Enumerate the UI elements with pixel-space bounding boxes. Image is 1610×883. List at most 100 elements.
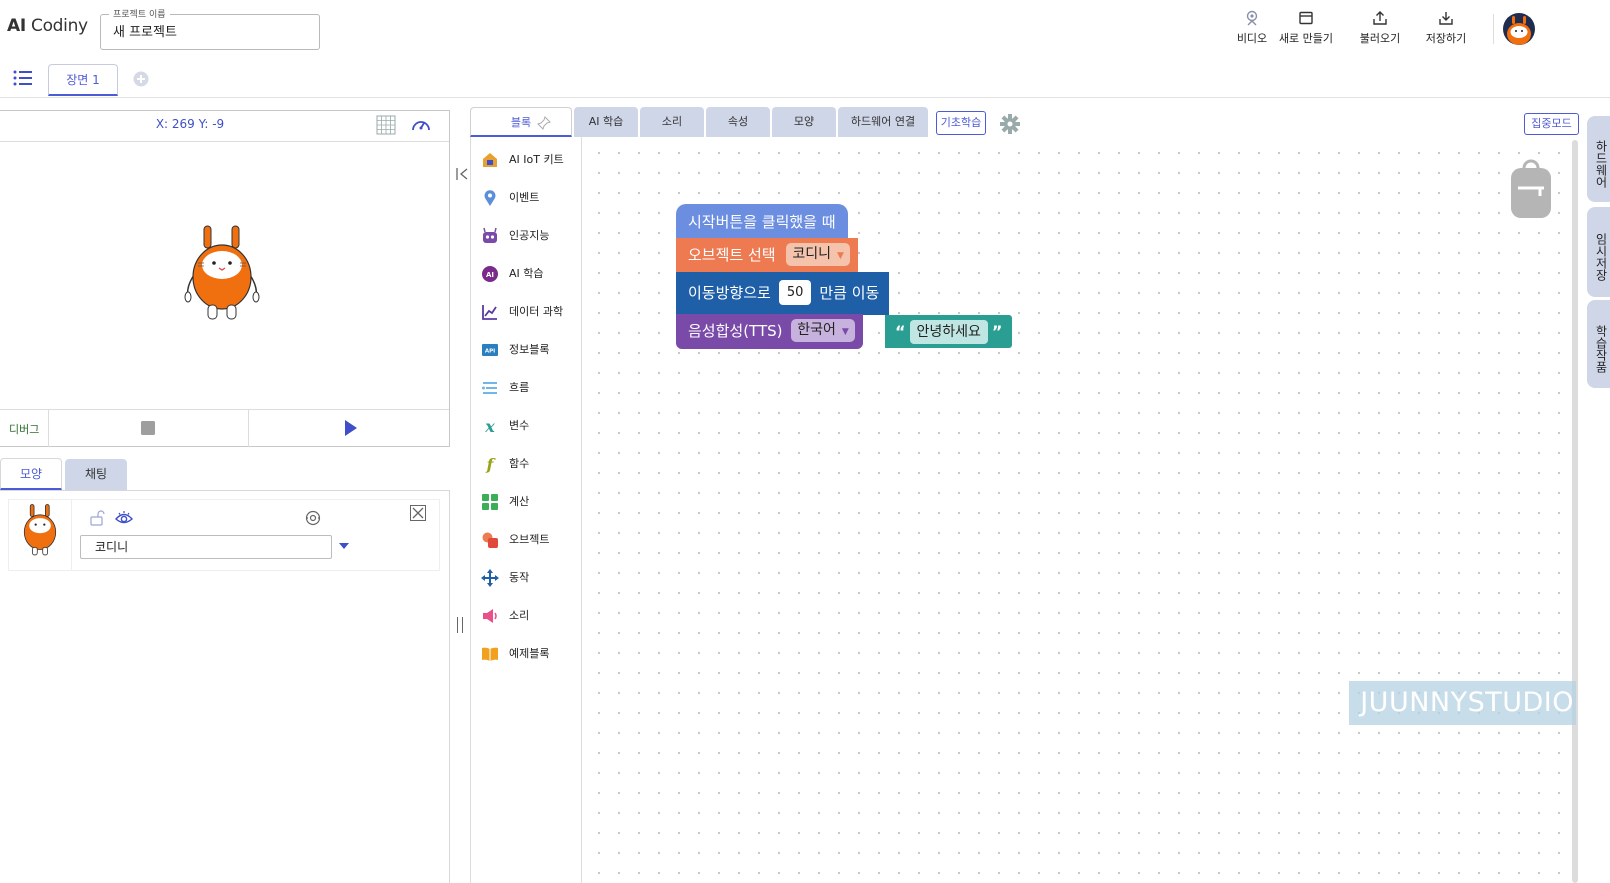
watermark: JUUNNYSTUDIO [1349,681,1576,725]
category-event[interactable]: 이벤트 [481,186,581,210]
side-tab-temp-save[interactable]: 임시저장 [1587,207,1610,297]
robot-icon [483,227,497,243]
basic-learning-button[interactable]: 기초학습 [936,111,986,135]
move-amount-input[interactable]: 50 [778,280,812,305]
header-divider [1493,14,1494,44]
category-ai-learning[interactable]: AI AI 학습 [481,262,581,286]
tab-shape-palette[interactable]: 모양 [772,107,836,137]
new-file-icon [1299,11,1313,25]
mascot-sprite[interactable] [184,225,260,321]
gear-icon[interactable] [999,113,1021,135]
stage-panel: X: 269 Y: -9 디버그 [0,110,450,447]
save-button[interactable]: 저장하기 [1422,10,1470,46]
app-logo: AI Codiny [7,16,88,36]
unlock-icon[interactable] [89,510,105,526]
tab-sound[interactable]: 소리 [640,107,704,137]
tab-ai-learning[interactable]: AI 학습 [574,107,638,137]
category-flow[interactable]: 흐름 [481,376,581,400]
category-calculation[interactable]: 계산 [481,490,581,514]
pin-icon[interactable] [537,116,551,130]
upload-icon [1373,11,1387,25]
speed-gauge-icon[interactable] [410,115,432,135]
dropdown-arrow-icon: ▼ [841,327,849,337]
list-menu-icon[interactable] [13,70,33,86]
grid-icon [482,494,498,510]
category-function[interactable]: f 함수 [481,452,581,476]
backpack-icon[interactable] [1510,158,1552,220]
sprite-thumbnail [23,504,57,556]
debug-button[interactable]: 디버그 [9,423,40,436]
svg-text:f: f [486,455,497,473]
api-icon: API [482,344,498,356]
when-start-clicked-block[interactable]: 시작버튼을 클릭했을 때 [676,204,848,238]
stop-icon[interactable] [141,421,155,435]
svg-text:API: API [485,349,495,355]
side-tab-works[interactable]: 학습작품 [1587,300,1610,388]
object-dropdown[interactable]: 코디니▼ [786,243,850,266]
video-button[interactable]: 비디오 [1234,10,1270,46]
block-category-palette: AI IoT 키트 이벤트 인공지능 AI AI 학습 데이터 과학 API 정… [470,137,582,883]
tab-blocks[interactable]: 블록 [470,107,572,137]
load-button[interactable]: 불러오기 [1356,10,1404,46]
resize-handle[interactable] [457,617,463,633]
category-sound[interactable]: 소리 [481,604,581,628]
tab-property[interactable]: 속성 [706,107,770,137]
tts-block[interactable]: 음성합성(TTS) 한국어▼ [676,314,863,349]
svg-text:x: x [484,417,495,435]
category-variable[interactable]: x 변수 [481,414,581,438]
dropdown-arrow-icon: ▼ [837,251,844,261]
text-string-block[interactable]: “안녕하세요” [885,315,1013,348]
project-name-field[interactable]: 프로젝트 이름 [100,7,320,50]
sprite-card[interactable]: 코디니 [8,499,440,571]
category-ai[interactable]: 인공지능 [481,224,581,248]
grid-toggle-icon[interactable] [376,115,396,135]
select-object-block[interactable]: 오브젝트 선택 코디니▼ [676,238,858,273]
book-icon [482,647,498,661]
category-object[interactable]: 오브젝트 [481,528,581,552]
close-icon[interactable] [410,505,426,521]
add-scene-icon[interactable] [133,71,149,87]
object-icon [482,532,498,548]
stage-canvas[interactable] [0,141,449,409]
coordinate-readout: X: 269 Y: -9 [155,117,225,131]
mascot-avatar-icon [1507,16,1531,45]
category-ai-iot-kit[interactable]: AI IoT 키트 [481,148,581,172]
visibility-eye-icon[interactable] [115,510,133,526]
rotation-icon[interactable] [305,510,321,526]
text-string-input[interactable]: 안녕하세요 [909,320,988,344]
flow-icon [482,382,497,394]
new-project-button[interactable]: 새로 만들기 [1276,10,1336,46]
tab-chat[interactable]: 채팅 [65,459,127,490]
workspace-scrollbar[interactable] [1572,140,1578,883]
stage-controls: 디버그 [0,409,449,447]
variable-icon: x [484,417,495,435]
scene-tab[interactable]: 장면 1 [48,64,118,96]
category-data-science[interactable]: 데이터 과학 [481,300,581,324]
language-dropdown[interactable]: 한국어▼ [791,319,855,342]
category-example-blocks[interactable]: 예제블록 [481,642,581,666]
category-info-block[interactable]: API 정보블록 [481,338,581,362]
user-avatar[interactable] [1503,13,1535,45]
tab-shape[interactable]: 모양 [0,458,62,490]
sprite-name-field[interactable]: 코디니 [80,535,332,559]
play-icon[interactable] [344,420,358,436]
focus-mode-button[interactable]: 집중모드 [1524,113,1579,135]
speaker-icon [483,609,497,623]
tab-hardware[interactable]: 하드웨어 연결 [838,107,928,137]
side-tab-hardware[interactable]: 하드웨어 [1587,116,1610,202]
collapse-panel-icon[interactable] [455,167,469,181]
sprite-panel: 코디니 [0,490,450,883]
project-name-label: 프로젝트 이름 [109,7,170,20]
scene-bar: 장면 1 [0,60,1610,98]
header: AI Codiny 프로젝트 이름 비디오 새로 만들기 불러오기 저장하기 [0,0,1610,60]
project-name-input[interactable] [113,23,309,38]
card-divider [71,500,72,570]
function-icon: f [486,455,497,473]
webcam-icon [1246,10,1258,26]
caret-down-icon[interactable] [339,543,349,549]
ai-badge-icon: AI [482,266,498,282]
category-motion[interactable]: 동작 [481,566,581,590]
move-icon [481,569,499,587]
ctrl-divider [48,410,49,447]
